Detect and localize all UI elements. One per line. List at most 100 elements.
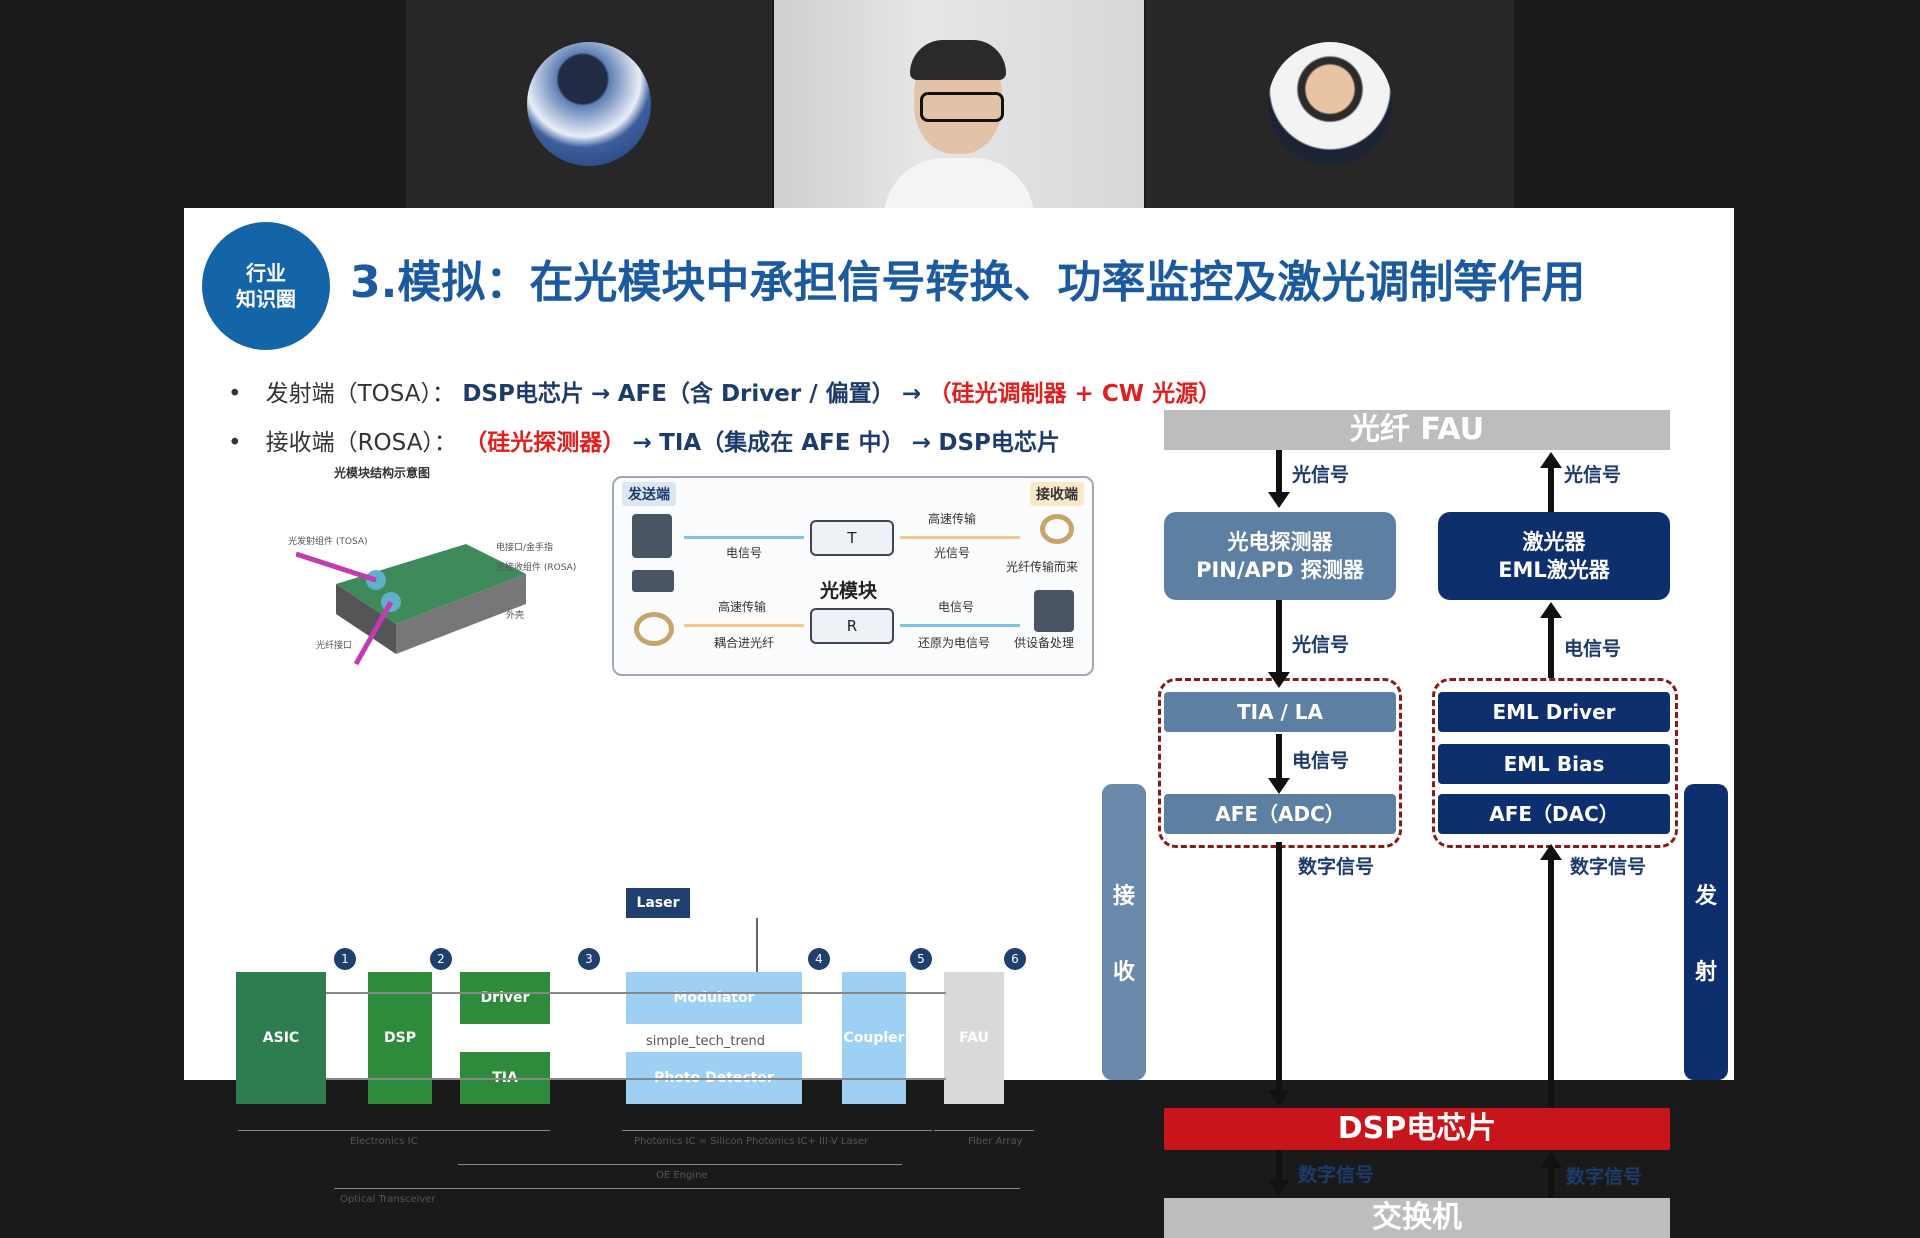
fau-bar: 光纤 FAU (1164, 410, 1670, 450)
receiver-icon: R (810, 608, 894, 644)
step-marker: 1 (334, 948, 356, 970)
flow-label: 电信号 (726, 546, 763, 560)
arrow-label: 电信号 (1292, 750, 1350, 772)
up-arrow (1540, 1152, 1562, 1198)
signal-line (326, 992, 946, 994)
up-arrow (1540, 452, 1562, 512)
bullet-part: TIA（集成在 AFE 中） (659, 430, 905, 456)
video-strip (0, 0, 1920, 218)
bullet-part: AFE（含 Driver / 偏置） (617, 381, 895, 407)
arrow-label: 数字信号 (1298, 856, 1375, 878)
box-line: EML激光器 (1498, 558, 1610, 582)
badge-line-2: 知识圈 (236, 287, 296, 311)
participant-tile-3[interactable] (1146, 0, 1514, 208)
signal-chain-diagram: 光纤 FAU 光电探测器 PIN/APD 探测器 激光器 EML激光器 TIA … (1102, 410, 1728, 1238)
photodetector-box: 光电探测器 PIN/APD 探测器 (1164, 512, 1396, 600)
module-label: 光接收组件 (ROSA) (496, 563, 577, 573)
flow-arrow (900, 536, 1020, 539)
side-char: 射 (1694, 960, 1717, 985)
flow-label: 还原为电信号 (918, 636, 991, 650)
diagram-label: Optical Transceiver (340, 1194, 436, 1205)
afe-dac-bar: AFE（DAC） (1438, 794, 1670, 834)
slide-title: 3.模拟：在光模块中承担信号转换、功率监控及激光调制等作用 (350, 257, 1586, 308)
eml-driver-bar: EML Driver (1438, 692, 1670, 732)
flow-label: 光信号 (934, 546, 971, 560)
switch-icon (632, 570, 674, 592)
participant-tile-1[interactable] (406, 0, 772, 208)
eml-bias-bar: EML Bias (1438, 744, 1670, 784)
flow-label: 高速传输 (928, 512, 977, 526)
down-arrow (1268, 842, 1290, 1106)
box-line: 激光器 (1522, 530, 1586, 554)
avatar (527, 42, 651, 166)
badge-line-1: 行业 (246, 261, 286, 285)
flow-label: 光纤传输而来 (1006, 560, 1079, 574)
laser-box: 激光器 EML激光器 (1438, 512, 1670, 600)
flow-label: 供设备处理 (1014, 636, 1075, 650)
module-label: 外壳 (506, 611, 525, 621)
brand-badge: 行业 知识圈 (202, 222, 330, 350)
module-caption: 光模块结构示意图 (334, 466, 431, 480)
laser-link (756, 918, 758, 978)
module-label: 电接口/金手指 (496, 543, 554, 553)
shared-slide: 行业 知识圈 3.模拟：在光模块中承担信号转换、功率监控及激光调制等作用 •发射… (184, 208, 1734, 1238)
up-arrow (1540, 602, 1562, 678)
tia-la-bar: TIA / LA (1164, 692, 1396, 732)
transmit-side-label: 发 射 (1684, 784, 1728, 1080)
bullet-lead: 发射端（TOSA）： (265, 381, 455, 407)
switch-bar: 交换机 (1164, 1198, 1670, 1238)
module-label: 光发射组件 (TOSA) (288, 537, 368, 547)
diagram-label: Photonics IC = Silicon Photonics IC+ III… (634, 1136, 869, 1147)
arrow-label: 光信号 (1292, 634, 1350, 656)
arrow-label: 数字信号 (1298, 1164, 1375, 1186)
down-arrow (1268, 1150, 1290, 1196)
side-char: 收 (1112, 960, 1135, 985)
modulator-block: Modulator (626, 972, 802, 1024)
arrow-text: → (901, 381, 922, 407)
arrow-label: 光信号 (1564, 464, 1622, 486)
arrow-text: → (591, 381, 611, 407)
transceiver-diagram: Laser ASIC DSP Driver TIA Modulator Phot… (234, 674, 1034, 1205)
arrow-label: 光信号 (1292, 464, 1350, 486)
server-icon (632, 514, 672, 558)
bullet-part: DSP电芯片 (938, 430, 1060, 456)
module-label: 光纤接口 (316, 641, 353, 651)
transmitter-icon: T (810, 520, 894, 556)
avatar (1268, 42, 1392, 166)
down-arrow (1268, 450, 1290, 508)
step-marker: 5 (910, 948, 932, 970)
driver-block: Driver (460, 972, 550, 1024)
bullet-part: DSP电芯片 (462, 381, 584, 407)
arrow-label: 电信号 (1564, 638, 1622, 660)
slide-footer: simple_tech_trend (646, 1034, 766, 1049)
asic-block: ASIC (236, 972, 326, 1104)
dsp-chip-bar: DSP电芯片 (1164, 1108, 1670, 1150)
step-marker: 6 (1004, 948, 1026, 970)
side-char: 接 (1112, 884, 1135, 909)
diagram-label: OE Engine (656, 1170, 708, 1181)
diagram-label: Electronics IC (350, 1136, 418, 1147)
fiber-coil-icon (634, 612, 674, 646)
arrow-label: 数字信号 (1566, 1166, 1643, 1188)
down-arrow (1268, 734, 1290, 794)
box-line: PIN/APD 探测器 (1196, 558, 1364, 582)
afe-adc-bar: AFE（ADC） (1164, 794, 1396, 834)
speaker-video (884, 40, 1034, 218)
bullet-highlight: （硅光调制器 + CW 光源） (928, 381, 1222, 407)
flow-arrow (684, 624, 804, 627)
arrow-label: 数字信号 (1570, 856, 1647, 878)
signal-line (326, 1078, 946, 1080)
diagram-label: Fiber Array (968, 1136, 1023, 1147)
flow-label: 耦合进光纤 (714, 636, 775, 650)
participant-tile-2[interactable] (774, 0, 1144, 218)
bullet-highlight: （硅光探测器） (464, 430, 626, 456)
receive-side-label: 接 收 (1102, 784, 1146, 1080)
flow-center-label: 光模块 (820, 580, 878, 602)
arrow-text: → (911, 430, 932, 456)
flow-label: 高速传输 (718, 600, 767, 614)
bullet-rosa: •接收端（ROSA）： （硅光探测器） → TIA（集成在 AFE 中） → D… (228, 430, 1060, 456)
flow-arrow (684, 536, 804, 539)
flow-arrow (900, 624, 1020, 627)
laser-block: Laser (626, 888, 690, 918)
side-char: 发 (1694, 884, 1717, 909)
